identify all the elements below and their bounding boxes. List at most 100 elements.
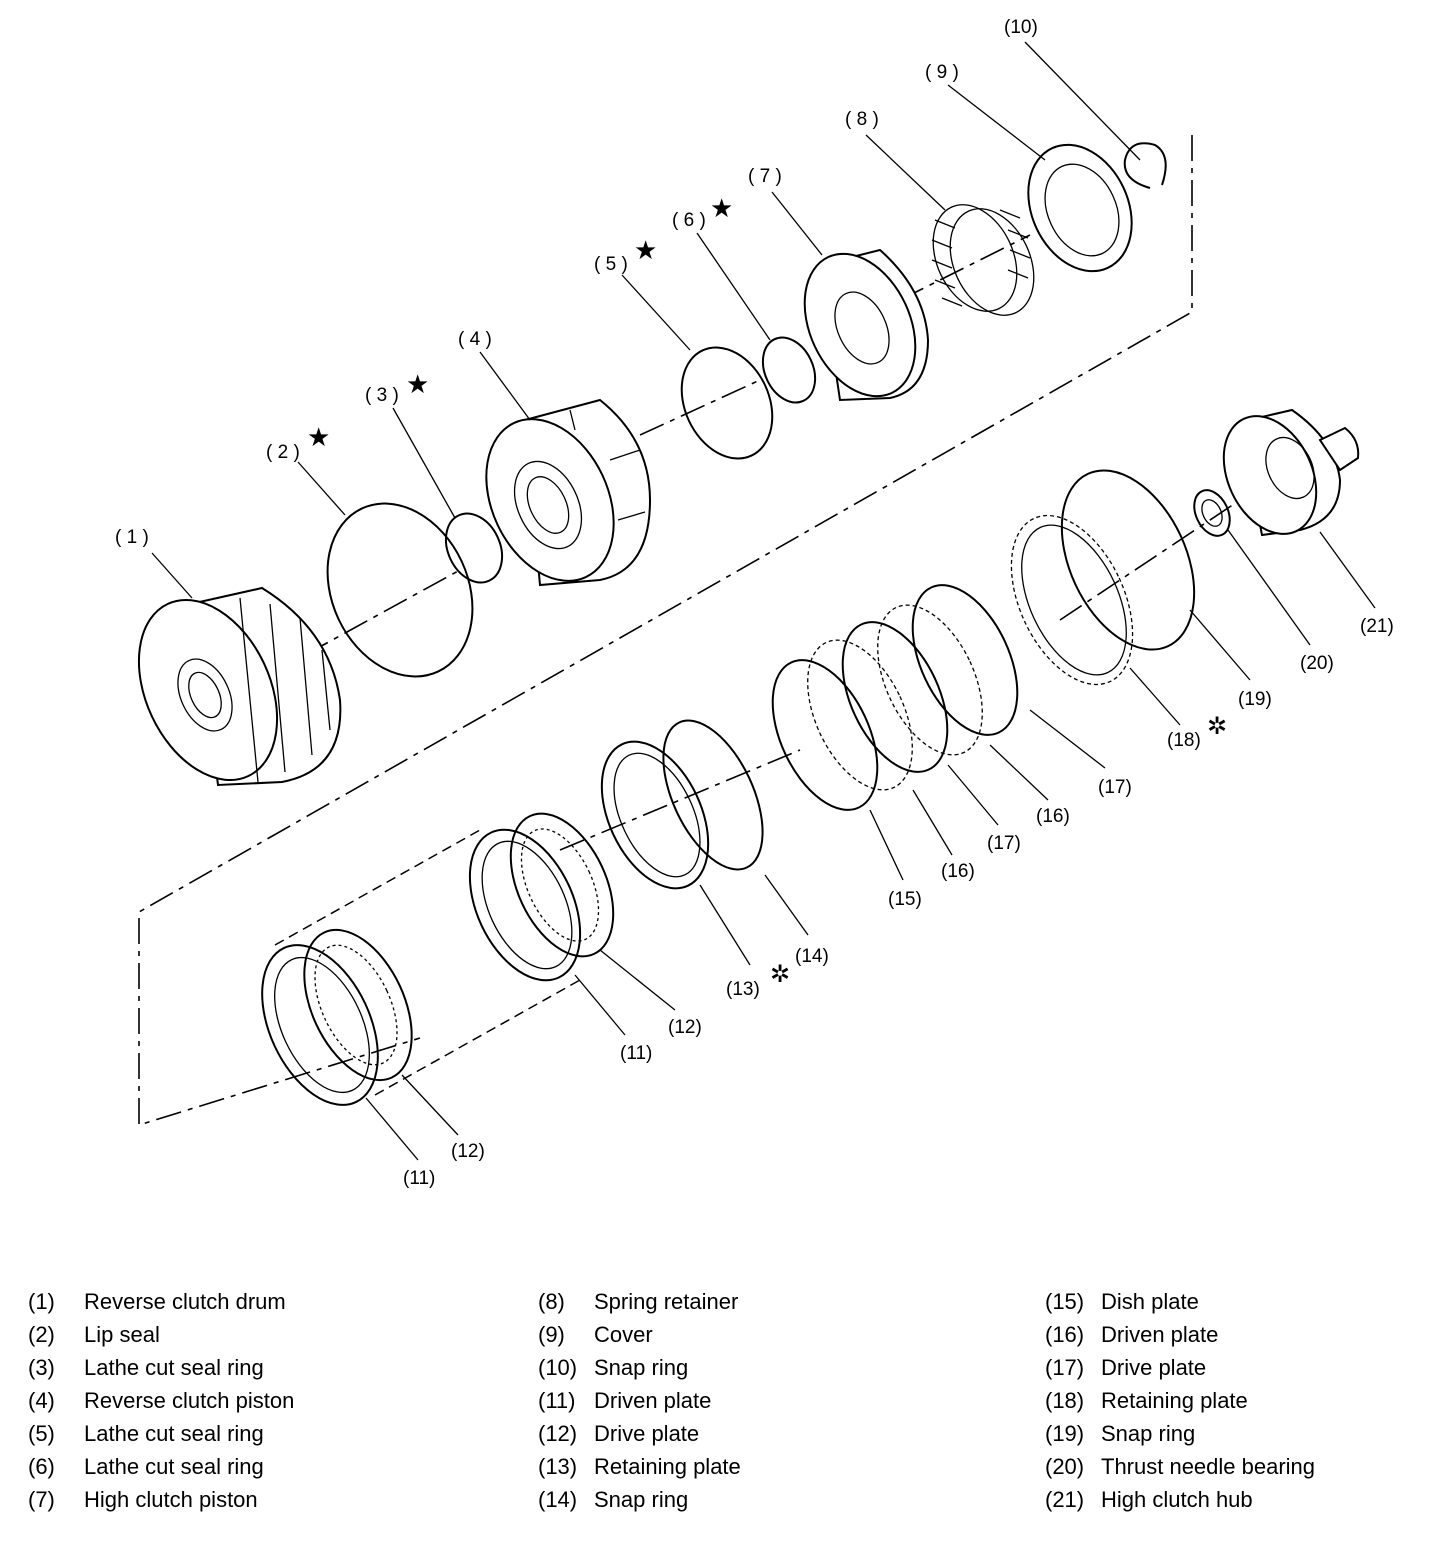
retaining-plate-13 (600, 740, 710, 890)
snap-ring-14 (662, 719, 764, 871)
drive-plate-17-b (911, 584, 1019, 736)
reverse-clutch-drum (137, 586, 342, 787)
high-clutch-piston (803, 248, 930, 402)
callout-18: (18) (1167, 730, 1201, 751)
callout-16-a: (16) (941, 861, 975, 882)
legend-item: (11) Driven plate (538, 1384, 741, 1417)
driven-plate-16-b (877, 604, 983, 756)
legend-part-name: High clutch piston (84, 1487, 258, 1512)
callout-12-upper: (12) (668, 1017, 702, 1038)
legend-item: (17) Drive plate (1045, 1351, 1315, 1384)
reverse-clutch-piston (485, 398, 652, 587)
cover (1027, 143, 1133, 273)
legend-item: (13) Retaining plate (538, 1450, 741, 1483)
drive-plate-17-a (841, 621, 949, 773)
callout-20: (20) (1300, 653, 1334, 674)
legend-item: (2)Lip seal (28, 1318, 294, 1351)
legend-item: (10)Snap ring (538, 1351, 741, 1384)
legend-number: (16) (1045, 1322, 1085, 1347)
lathe-cut-seal-ring-5 (680, 346, 774, 460)
driven-plate-16-a (807, 639, 913, 791)
callout-5: ( 5 ) (594, 254, 628, 275)
legend-item: (1)Reverse clutch drum (28, 1285, 294, 1318)
legend-number: (6) (28, 1454, 55, 1479)
legend-number: (8) (538, 1289, 565, 1314)
callout-labels: ( 1 ) ( 2 ) ★ ( 3 ) ★ ( 4 ) ( 5 ) ★ ( 6 … (115, 17, 1394, 1189)
legend-item: (8)Spring retainer (538, 1285, 741, 1318)
legend-part-name: Lathe cut seal ring (84, 1421, 264, 1446)
legend-part-name: Drive plate (1101, 1355, 1207, 1380)
legend-part-name: Driven plate (1101, 1322, 1219, 1347)
driven-plate-11-upper (468, 828, 582, 982)
star-mark-6: ★ (710, 193, 733, 223)
assembly-outline (138, 135, 1241, 1127)
star-mark-5: ★ (634, 235, 657, 265)
legend-part-name: Retaining plate (594, 1454, 741, 1479)
asterisk-mark-13: ✲ (770, 961, 790, 988)
callout-6: ( 6 ) (672, 210, 706, 231)
drive-plate-12-lower (303, 928, 413, 1082)
legend-number: (17) (1045, 1355, 1085, 1380)
callout-16-b: (16) (1036, 806, 1070, 827)
legend-number: (9) (538, 1322, 565, 1347)
legend-number: (10) (538, 1355, 578, 1380)
legend-item: (5) Lathe cut seal ring (28, 1417, 294, 1450)
exploded-view-diagram: ( 1 ) ( 2 ) ★ ( 3 ) ★ ( 4 ) ( 5 ) ★ ( 6 … (115, 17, 1394, 1189)
legend-number: (21) (1045, 1487, 1085, 1512)
thrust-needle-bearing (1193, 489, 1231, 537)
legend-item: (16) Driven plate (1045, 1318, 1315, 1351)
legend-part-name: High clutch hub (1101, 1487, 1253, 1512)
snap-ring-10 (1123, 142, 1167, 189)
parts-legend: (1)Reverse clutch drum (2)Lip seal (3)La… (0, 1285, 1456, 1525)
legend-part-name: Reverse clutch piston (84, 1388, 295, 1413)
legend-item: (9)Cover (538, 1318, 741, 1351)
legend-item: (14) Snap ring (538, 1483, 741, 1516)
star-mark-2: ★ (307, 422, 330, 452)
driven-plate-11-lower (261, 944, 379, 1106)
legend-number: (14) (538, 1487, 578, 1512)
legend-number: (7) (28, 1487, 55, 1512)
legend-item: (6) Lathe cut seal ring (28, 1450, 294, 1483)
callout-12-lower: (12) (451, 1141, 485, 1162)
callout-3: ( 3 ) (365, 385, 399, 406)
legend-number: (18) (1045, 1388, 1085, 1413)
leader-lines (151, 41, 1376, 1161)
legend-column-1: (1)Reverse clutch drum (2)Lip seal (3)La… (28, 1285, 294, 1516)
legend-part-name: Drive plate (594, 1421, 700, 1446)
callout-9: ( 9 ) (925, 62, 959, 83)
callout-17-b: (17) (1098, 777, 1132, 798)
legend-number: (15) (1045, 1289, 1085, 1314)
lip-seal (326, 502, 474, 678)
callout-4: ( 4 ) (458, 329, 492, 350)
snap-ring-19 (1060, 469, 1196, 651)
legend-number: (1) (28, 1289, 55, 1314)
legend-part-name: Lathe cut seal ring (84, 1454, 264, 1479)
legend-item: (4) Reverse clutch piston (28, 1384, 294, 1417)
legend-number: (13) (538, 1454, 578, 1479)
callout-14: (14) (795, 946, 829, 967)
legend-item: (20) Thrust needle bearing (1045, 1450, 1315, 1483)
legend-number: (4) (28, 1388, 55, 1413)
callout-17-a: (17) (987, 833, 1021, 854)
legend-part-name: Thrust needle bearing (1101, 1454, 1316, 1479)
callout-21: (21) (1360, 616, 1394, 637)
callout-10: (10) (1004, 17, 1038, 38)
legend-part-name: Snap ring (594, 1487, 689, 1512)
star-mark-3: ★ (406, 369, 429, 399)
legend-number: (20) (1045, 1454, 1085, 1479)
legend-item: (12)Drive plate (538, 1417, 741, 1450)
callout-11-lower: (11) (403, 1168, 435, 1189)
legend-column-3: (15)Dish plate (16)Driven plate (17)Driv… (1045, 1285, 1315, 1516)
drive-plate-12-upper (509, 812, 615, 958)
asterisk-mark-18: ✲ (1207, 713, 1227, 740)
legend-number: (11) (538, 1388, 576, 1413)
lathe-cut-seal-ring-3 (444, 512, 504, 584)
legend-number: (5) (28, 1421, 55, 1446)
legend-item: (21) High clutch hub (1045, 1483, 1315, 1516)
lathe-cut-seal-ring-6 (761, 336, 817, 404)
legend-part-name: Lathe cut seal ring (84, 1355, 264, 1380)
legend-part-name: Driven plate (594, 1388, 712, 1413)
callout-13: (13) (726, 979, 760, 1000)
callout-11-upper: (11) (620, 1043, 652, 1064)
dish-plate-15 (771, 659, 879, 811)
